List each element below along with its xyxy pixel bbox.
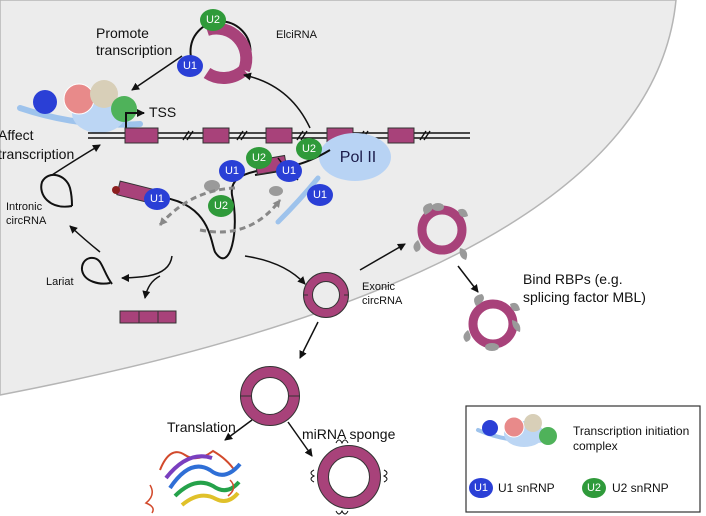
exonic-circrna [303,272,349,318]
svg-text:U2: U2 [214,200,228,212]
u1-snrnp-3: U1 [276,160,302,182]
u1-snrnp-1: U1 [144,188,170,210]
exonic-label-line2: circRNA [362,295,403,307]
sponge-arrow [287,421,313,457]
mirna-sponge-label: miRNA sponge [302,426,396,442]
affect-label-line2: transcription [0,146,74,162]
svg-text:U1: U1 [474,482,488,494]
legend-u1-label: U1 snRNP [498,481,555,495]
affect-arrow [51,144,101,176]
svg-text:U2: U2 [206,14,220,26]
u2-snrnp-3: U2 [208,195,234,217]
translation-label: Translation [167,419,236,435]
bind-rbps-label-line2: splicing factor MBL) [523,289,646,305]
lariat-label: Lariat [46,276,74,288]
rbp-bound-circrna-2 [463,294,521,351]
dna-strand [88,127,470,144]
legend: Transcription initiation complex U1 U1 s… [465,405,701,513]
legend-tic-line2: complex [573,439,618,453]
exonic-label-line1: Exonic [362,281,396,293]
splice-arrow-right [199,199,282,234]
pol2-label: Pol II [340,149,376,166]
u2-snrnp-1: U2 [246,147,272,169]
legend-u2-label: U2 snRNP [612,481,669,495]
elcirna-formation-arrow [243,72,311,129]
translation-arrow [224,419,253,441]
svg-text:U2: U2 [252,152,266,164]
u2-snrnp-2: U2 [296,138,322,160]
svg-text:U1: U1 [313,189,327,201]
lariat-shape [80,256,113,285]
cytoplasmic-circrna [240,366,300,426]
tss-label: TSS [149,104,176,120]
promote-label-line2: transcription [96,42,172,58]
to-exonic-arrow [244,255,306,285]
protein-structure [144,449,242,514]
u1-snrnp-4: U1 [307,184,333,206]
intronic-label-line1: Intronic [6,201,43,213]
to-rbp-arrow [359,243,406,271]
legend-tic-line1: Transcription initiation [573,424,689,438]
elcirna-label: ElciRNA [276,29,318,41]
svg-text:U2: U2 [587,482,601,494]
intronic-circrna-shape [40,173,73,208]
mirna-sponge [310,439,388,515]
lariat-to-intronic-arrow [69,225,101,253]
rbp-arrow [457,265,479,293]
promote-label-line1: Promote [96,25,149,41]
svg-text:U2: U2 [302,143,316,155]
splice-to-mrna-arrow [142,275,161,299]
svg-text:U1: U1 [183,60,197,72]
svg-text:U1: U1 [225,165,239,177]
spliced-mrna [119,310,177,324]
svg-text:U1: U1 [150,193,164,205]
nucleus-region [0,0,677,396]
transcription-initiation-complex [17,80,143,133]
export-arrow [299,321,319,359]
pol2-complex: Pol II [254,133,391,225]
rbp-bound-circrna-1 [413,203,468,260]
svg-text:U1: U1 [282,165,296,177]
intronic-label-line2: circRNA [6,215,47,227]
elcirna: U1 U2 [177,9,253,84]
affect-label-line1: Affect [0,127,34,143]
u1-snrnp-2: U1 [219,160,245,182]
bind-rbps-label-line1: Bind RBPs (e.g. [523,271,623,287]
splice-arrow-left [158,186,236,226]
splice-to-lariat-arrow [121,255,173,282]
promote-arrow [131,55,183,91]
